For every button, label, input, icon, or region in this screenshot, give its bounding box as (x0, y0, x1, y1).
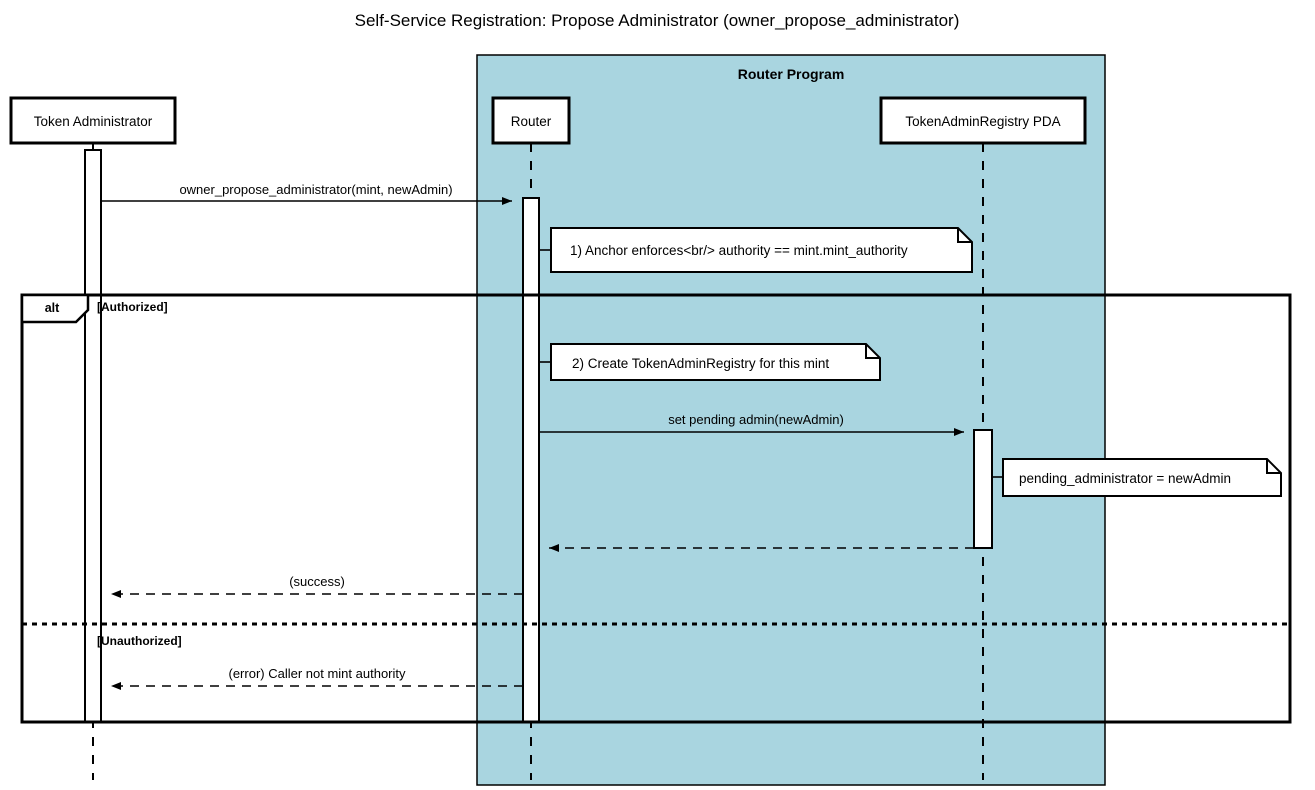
note-note-create-registry-fold (865, 344, 880, 359)
note-note-anchor-enforces: 1) Anchor enforces<br/> authority == min… (539, 227, 973, 273)
note-note-pending-administrator: pending_administrator = newAdmin (992, 458, 1282, 497)
fragment-alt-guard-unauthorized: [Unauthorized] (97, 634, 182, 648)
participant-token-admin-registry-pda[interactable]: TokenAdminRegistry PDA (879, 96, 1087, 145)
activation-token-admin-registry-pda (973, 429, 993, 549)
message-msg-error[interactable]: (error) Caller not mint authority (111, 666, 523, 690)
group-router-program: Router Program (476, 54, 1106, 786)
fragment-alt-frame (20, 293, 1292, 724)
participant-router-box (491, 96, 571, 145)
participant-token-admin-registry-pda-label: TokenAdminRegistry PDA (905, 114, 1060, 129)
note-note-create-registry-body (550, 343, 881, 381)
message-msg-propose-label: owner_propose_administrator(mint, newAdm… (179, 182, 452, 197)
group-router-program-rect (476, 54, 1106, 786)
participant-token-administrator-label: Token Administrator (34, 114, 153, 129)
note-note-anchor-enforces-text: 1) Anchor enforces<br/> authority == min… (570, 243, 908, 258)
message-msg-success[interactable]: (success) (111, 574, 523, 598)
note-note-anchor-enforces-fold (957, 228, 972, 243)
note-note-create-registry-text: 2) Create TokenAdminRegistry for this mi… (572, 356, 829, 371)
note-note-pending-administrator-body (1002, 458, 1282, 497)
message-msg-propose[interactable]: owner_propose_administrator(mint, newAdm… (101, 182, 512, 205)
activation-router (522, 197, 540, 723)
fragment-alt-operand-separator: [Unauthorized] (22, 622, 1290, 648)
participant-token-administrator[interactable]: Token Administrator (9, 96, 177, 145)
fragment-alt-kind-tab (20, 293, 90, 324)
note-note-pending-administrator-fold (1266, 459, 1281, 474)
fragment-alt: alt [Authorized] (20, 293, 1292, 724)
participant-router[interactable]: Router (491, 96, 571, 145)
group-router-program-label: Router Program (738, 66, 845, 82)
fragment-alt-guard-authorized: [Authorized] (97, 300, 168, 314)
diagram-title: Self-Service Registration: Propose Admin… (355, 11, 960, 30)
fragment-alt-kind-label: alt (45, 301, 60, 315)
participant-token-administrator-box (9, 96, 177, 145)
participant-token-admin-registry-pda-box (879, 96, 1087, 145)
note-note-create-registry: 2) Create TokenAdminRegistry for this mi… (539, 343, 881, 381)
message-msg-success-label: (success) (289, 574, 345, 589)
message-msg-set-pending-admin[interactable]: set pending admin(newAdmin) (539, 412, 964, 436)
message-msg-set-pending-admin-label: set pending admin(newAdmin) (668, 412, 844, 427)
note-note-anchor-enforces-body (550, 227, 973, 273)
note-note-pending-administrator-text: pending_administrator = newAdmin (1019, 471, 1231, 486)
message-msg-error-label: (error) Caller not mint authority (229, 666, 406, 681)
participant-router-label: Router (511, 114, 552, 129)
